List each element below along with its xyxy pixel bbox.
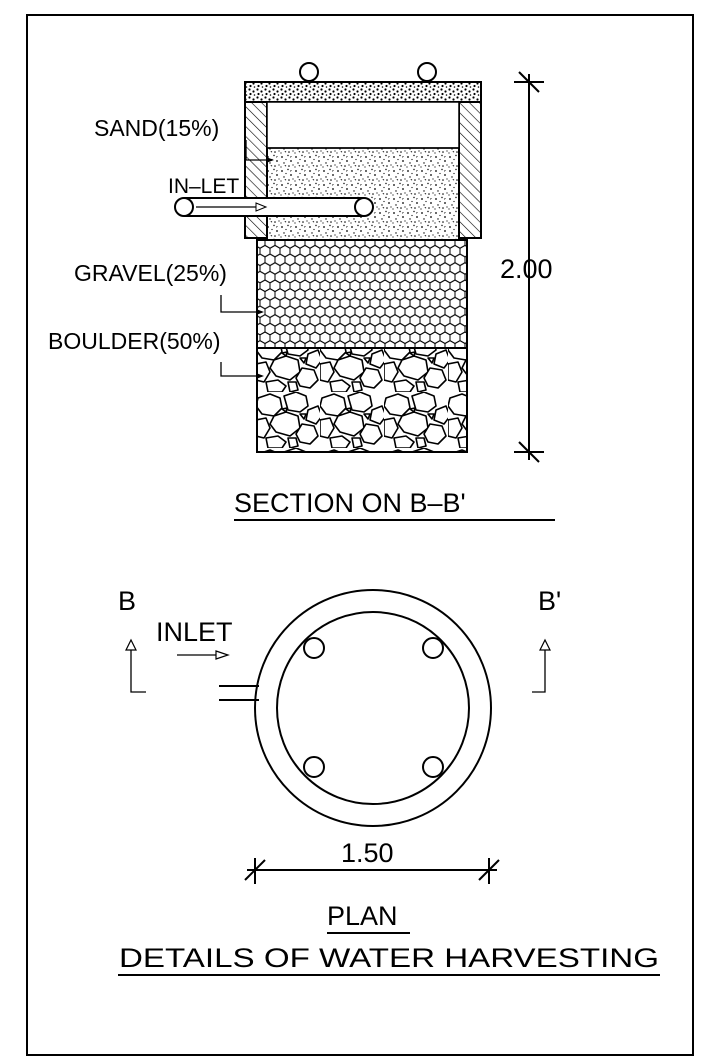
wall-left — [244, 101, 268, 239]
section-arrow-right — [532, 638, 551, 693]
section-arrow-left — [125, 638, 146, 693]
plan-inlet-arrow — [177, 650, 230, 660]
plan-handle-tr — [422, 637, 444, 659]
wall-right — [458, 101, 482, 239]
height-value: 2.00 — [500, 254, 553, 284]
plan-handle-bl — [303, 756, 325, 778]
boulder-leader — [220, 362, 262, 377]
diameter-dimension — [244, 858, 500, 884]
sand-leader — [245, 140, 272, 161]
plan-title: PLAN — [327, 901, 398, 931]
plan-inlet-label: INLET — [156, 617, 233, 647]
inlet-label: IN–LET — [168, 175, 239, 198]
plan-handle-tl — [303, 637, 325, 659]
air-gap — [266, 101, 460, 149]
cover-handle-right — [417, 62, 437, 82]
cover-handle-left — [299, 62, 319, 82]
section-title: SECTION ON B–B' — [234, 488, 466, 518]
diameter-value: 1.50 — [341, 838, 394, 868]
section-mark-left: B — [118, 586, 136, 616]
inlet-pipe — [174, 197, 374, 217]
section-mark-right: B' — [538, 586, 561, 616]
height-dimension — [514, 71, 544, 463]
plan-handle-br — [422, 756, 444, 778]
plan-outer-ring — [254, 589, 492, 827]
cover-slab — [244, 81, 482, 103]
section-view: SAND(15%) IN–LET GRAVEL(25%) BOULDER(50%… — [48, 62, 555, 521]
sand-layer — [266, 147, 460, 241]
sand-label: SAND(15%) — [94, 115, 219, 141]
gravel-label: GRAVEL(25%) — [74, 260, 227, 286]
gravel-layer — [256, 239, 468, 349]
boulder-layer — [256, 347, 468, 453]
plan-inner-ring — [276, 611, 470, 805]
plan-view: B B' INLET — [118, 586, 561, 934]
gravel-leader — [220, 295, 262, 313]
boulder-label: BOULDER(50%) — [48, 328, 221, 354]
sheet-border — [26, 14, 694, 1056]
sheet-caption: DETAILS OF WATER HARVESTING — [119, 943, 659, 973]
